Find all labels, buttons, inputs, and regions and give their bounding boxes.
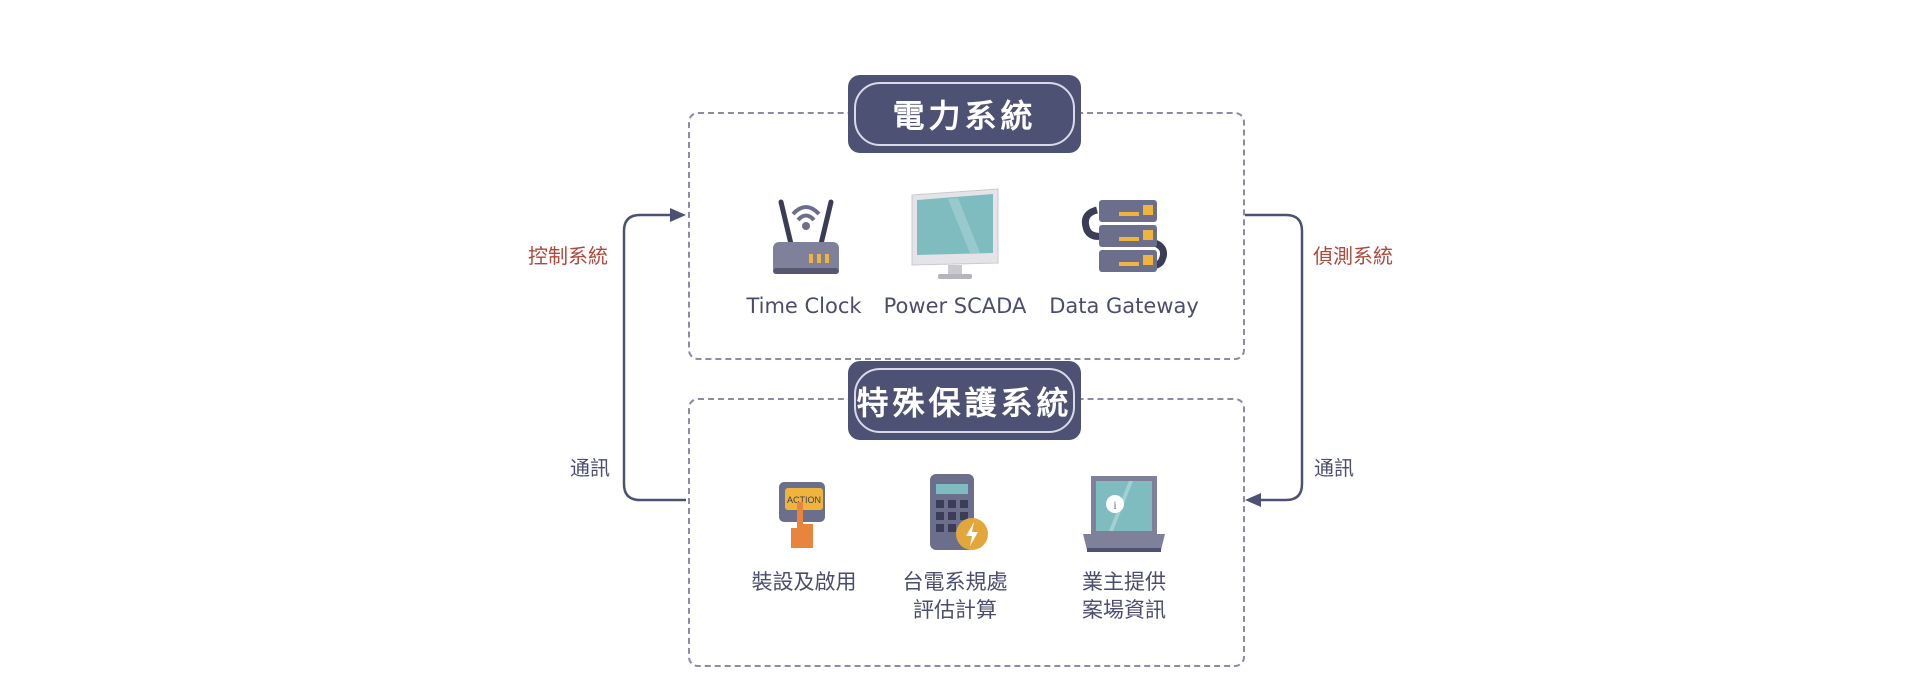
laptop-icon: i <box>1083 476 1165 552</box>
right-communication-label: 通訊 <box>1314 456 1354 480</box>
data-gateway-label: Data Gateway <box>1049 294 1199 318</box>
left-communication-label: 通訊 <box>570 456 610 480</box>
right-flow-line <box>1245 213 1304 502</box>
taipower-assessment-label-2: 評估計算 <box>913 598 997 622</box>
left-flow-line <box>622 213 686 502</box>
detection-system-label: 偵測系統 <box>1313 244 1393 268</box>
protection-system-badge: 特殊保護系統 <box>848 361 1081 440</box>
svg-text:ACTION: ACTION <box>787 495 821 505</box>
action-button-icon: ACTION <box>779 482 825 548</box>
left-arrowhead-icon <box>670 208 686 222</box>
calculator-icon <box>930 474 988 550</box>
install-enable-label: 裝設及啟用 <box>751 570 857 594</box>
server-icon <box>1081 200 1167 272</box>
protection-system-title: 特殊保護系統 <box>854 368 1075 433</box>
control-system-label: 控制系統 <box>528 244 608 268</box>
taipower-assessment-item: 台電系規處 評估計算 <box>865 470 1045 624</box>
owner-site-info-label-1: 業主提供 <box>1082 570 1166 594</box>
router-icon <box>773 199 839 274</box>
power-system-title: 電力系統 <box>854 82 1075 146</box>
owner-site-info-item: i 業主提供 案場資訊 <box>1034 470 1214 624</box>
time-clock-label: Time Clock <box>746 294 862 318</box>
power-system-badge: 電力系統 <box>848 75 1081 153</box>
taipower-assessment-label-1: 台電系規處 <box>902 570 1008 594</box>
monitor-icon <box>911 188 998 279</box>
right-arrowhead-icon <box>1245 493 1261 507</box>
data-gateway-item: Data Gateway <box>1034 192 1214 320</box>
install-enable-item: ACTION 裝設及啟用 <box>714 470 894 596</box>
power-scada-label: Power SCADA <box>883 294 1027 318</box>
power-scada-item: Power SCADA <box>865 187 1045 320</box>
owner-site-info-label-2: 案場資訊 <box>1082 598 1166 622</box>
time-clock-item: Time Clock <box>714 192 894 320</box>
svg-text:i: i <box>1113 498 1117 512</box>
